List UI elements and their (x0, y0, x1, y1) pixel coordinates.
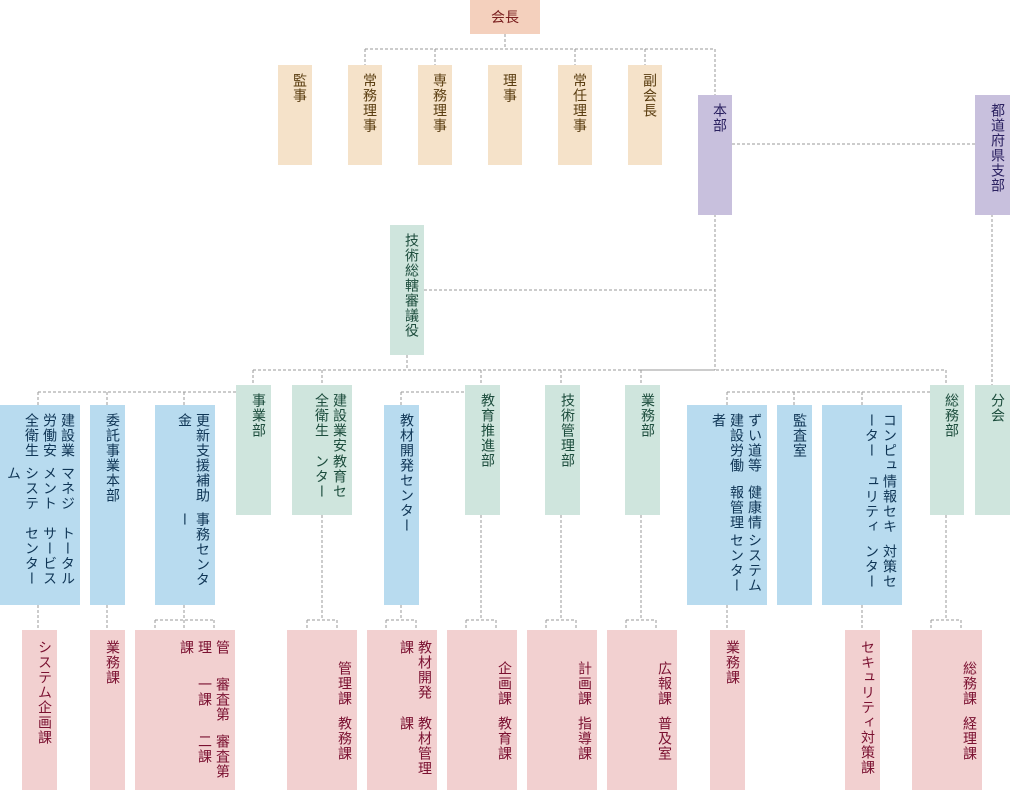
section-label: 教材管理課 (398, 716, 432, 776)
officer-label: 常任理事 (571, 73, 587, 133)
section-itaku-gyomu: 業務課 (90, 630, 125, 790)
unit-label-line: システムセンター (728, 533, 762, 593)
officer-executive-director: 専務理事 (418, 65, 452, 165)
section-label: 教材開発課 (398, 640, 432, 700)
officer-label: 理事 (501, 73, 517, 103)
unit-label: 委託事業本部 (104, 413, 120, 503)
section-label: 教育課 (496, 716, 512, 761)
officer-label: 専務理事 (431, 73, 447, 133)
unit-kansa: 監査室 (777, 405, 812, 605)
unit-label: 総務部 (943, 393, 959, 438)
section-label: 普及室 (656, 716, 672, 761)
unit-label-line: 事務センター (176, 512, 210, 588)
officer-auditor: 監事 (278, 65, 312, 165)
section-label: 管理課 (178, 640, 230, 655)
unit-gyomu: 業務部 (625, 385, 660, 515)
unit-gijutsu-kanri: 技術管理部 (545, 385, 580, 515)
unit-label: 分会 (989, 393, 1005, 423)
section-label: 審査第二課 (196, 733, 230, 779)
prefecture-branch-label: 都道府県支部 (989, 103, 1005, 193)
section-kyozai: 教材開発課 教材管理課 (367, 630, 437, 790)
unit-label-line: マネジメントシステム (5, 466, 75, 512)
section-gyomu: 広報課 普及室 (607, 630, 677, 790)
section-label: 審査第一課 (196, 677, 230, 723)
officer-standing-director: 常任理事 (558, 65, 592, 165)
unit-kyozai-center: 教材開発センター (384, 405, 419, 605)
unit-kyoiku-suishin: 教育推進部 (465, 385, 500, 515)
unit-label-line: コンピューター (863, 413, 897, 473)
unit-label-line: 更新支援補助金 (176, 413, 210, 503)
unit-label: 事業部 (250, 393, 266, 438)
section-somu: 総務課 経理課 (912, 630, 982, 790)
section-label: 管理課 (336, 661, 352, 706)
section-label: 経理課 (961, 716, 977, 761)
unit-label-line: 健康情報管理 (728, 485, 762, 530)
officer-managing-director: 常務理事 (348, 65, 382, 165)
unit-label-line: トータルサービスセンター (23, 525, 75, 586)
unit-label-line: 教育センター (313, 454, 347, 500)
unit-somu: 総務部 (930, 385, 964, 515)
section-label: 業務課 (104, 640, 120, 685)
officer-label: 常務理事 (361, 73, 377, 133)
unit-branch-office: 分会 (975, 385, 1010, 515)
section-label: 教務課 (336, 716, 352, 761)
section-kyoiku-suishin: 企画課 教育課 (447, 630, 517, 790)
section-label: セキュリティ対策課 (859, 640, 875, 775)
unit-itaku: 委託事業本部 (90, 405, 125, 605)
chairman-box: 会長 (470, 0, 540, 34)
unit-kyoiku-center: 建設業安全衛生 教育センター (292, 385, 352, 515)
section-label: システム企画課 (36, 640, 52, 745)
officer-director: 理事 (488, 65, 522, 165)
technical-committee-box: 技術総轄審議役 (390, 225, 424, 355)
unit-label-line: 建設業労働安全衛生 (23, 413, 75, 458)
unit-label: 技術管理部 (559, 393, 575, 468)
prefecture-branch-box: 都道府県支部 (975, 95, 1010, 215)
section-label: 指導課 (576, 716, 592, 761)
unit-computer-center: コンピューター 情報セキュリティ 対策センター (822, 405, 902, 605)
section-label: 業務課 (724, 640, 740, 685)
unit-kensetsu-center: 建設業労働安全衛生 マネジメントシステム トータルサービスセンター (0, 405, 80, 605)
unit-label: 業務部 (639, 393, 655, 438)
officer-vice-chairman: 副会長 (628, 65, 662, 165)
section-security: セキュリティ対策課 (845, 630, 880, 790)
section-label: 総務課 (961, 661, 977, 706)
chairman-label: 会長 (491, 10, 519, 26)
section-gijutsu-kanri: 計画課 指導課 (527, 630, 597, 790)
section-kyoiku-center: 管理課 教務課 (287, 630, 357, 790)
officer-label: 監事 (291, 73, 307, 103)
unit-label: 教育推進部 (479, 393, 495, 468)
unit-jigyo: 事業部 (236, 385, 271, 515)
headquarters-box: 本部 (698, 95, 732, 215)
section-system-kikaku: システム企画課 (22, 630, 57, 790)
unit-label-line: ずい道等建設労働者 (710, 413, 762, 473)
unit-label-line: 情報セキュリティ (863, 474, 897, 535)
unit-koshin: 更新支援補助金 事務センター (155, 405, 215, 605)
section-label: 広報課 (656, 661, 672, 706)
section-koshin: 管理課 審査第一課 審査第二課 (135, 630, 235, 790)
unit-label: 教材開発センター (398, 413, 414, 533)
headquarters-label: 本部 (711, 103, 727, 133)
section-zuido-gyomu: 業務課 (710, 630, 745, 790)
unit-label-line: 対策センター (863, 544, 897, 590)
unit-zuido-center: ずい道等建設労働者 健康情報管理 システムセンター (687, 405, 767, 605)
unit-label: 監査室 (791, 413, 807, 458)
section-label: 企画課 (496, 661, 512, 706)
unit-label-line: 建設業安全衛生 (313, 393, 347, 453)
officer-label: 副会長 (641, 73, 657, 118)
section-label: 計画課 (576, 661, 592, 706)
technical-committee-label: 技術総轄審議役 (403, 233, 419, 338)
